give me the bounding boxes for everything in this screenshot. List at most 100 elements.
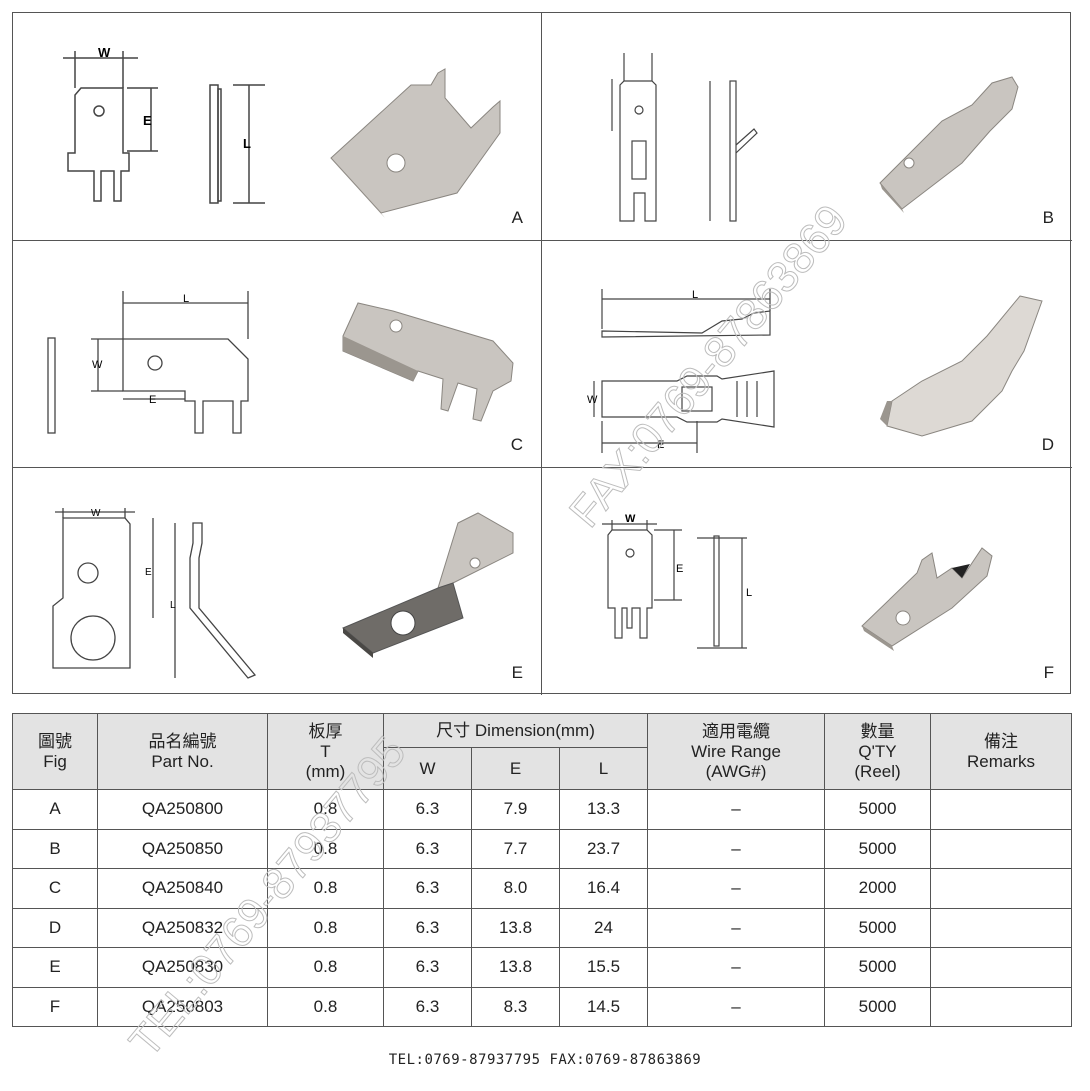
header-wire-unit: (AWG#) (705, 761, 767, 781)
header-thickness-zh: 板厚 (308, 721, 343, 741)
header-part-zh: 品名編號 (148, 731, 217, 751)
cell-qty: 5000 (824, 947, 932, 988)
cell-qty: 5000 (824, 907, 932, 948)
cell-wire: – (647, 789, 826, 830)
cell-part: QA250840 (97, 868, 268, 909)
cell-t: 0.8 (267, 907, 384, 948)
terminal-photo-d (880, 295, 1043, 437)
figure-label-d: D (1041, 435, 1054, 454)
cell-qty: 5000 (824, 828, 932, 869)
cell-wire: – (647, 907, 826, 948)
header-thickness-t: T (320, 741, 331, 761)
cell-qty: 5000 (824, 986, 932, 1027)
cell-l: 23.7 (558, 828, 649, 869)
header-wire-zh: 適用電纜 (702, 721, 771, 741)
cell-t: 0.8 (267, 789, 384, 830)
figure-label-f: F (1043, 663, 1054, 682)
header-remarks: 備注 Remarks (930, 713, 1073, 790)
dim-label-l: L (746, 587, 752, 599)
dim-label-e: E (676, 563, 683, 575)
cell-l: 16.4 (558, 868, 649, 909)
cell-fig: C (12, 868, 98, 909)
terminal-drawing-a: W E L (63, 45, 501, 218)
terminal-photo-e (342, 512, 514, 658)
terminal-drawing-b (611, 53, 1019, 222)
cell-wire: – (647, 986, 826, 1027)
cell-fig: F (12, 986, 98, 1027)
header-l: L (558, 747, 649, 790)
cell-wire: – (647, 828, 826, 869)
figure-label-a: A (511, 208, 523, 227)
figure-cell-c: L W E C (13, 241, 542, 468)
terminal-drawing-e: W E L (52, 508, 514, 679)
cell-w: 6.3 (383, 828, 472, 869)
figure-label-e: E (511, 663, 523, 682)
dim-label-e: E (149, 394, 156, 406)
cell-part: QA250832 (97, 907, 268, 948)
cell-wire: – (647, 868, 826, 909)
dim-label-w: W (91, 508, 101, 519)
header-thickness: 板厚 T (mm) (267, 713, 384, 790)
dim-label-e: E (143, 113, 152, 128)
cell-e: 13.8 (471, 907, 560, 948)
terminal-drawing-d: L W E (587, 289, 1043, 453)
cell-qty: 5000 (824, 789, 932, 830)
cell-e: 13.8 (471, 947, 560, 988)
dim-label-w: W (98, 45, 111, 60)
terminal-photo-c (342, 302, 514, 422)
cell-wire: – (647, 947, 826, 988)
figure-cell-e: W E L E (13, 468, 542, 695)
cell-e: 8.3 (471, 986, 560, 1027)
header-thickness-unit: (mm) (305, 761, 346, 781)
header-fig: 圖號 Fig (12, 713, 98, 790)
dim-label-w: W (625, 513, 636, 525)
cell-w: 6.3 (383, 907, 472, 948)
cell-part: QA250800 (97, 789, 268, 830)
cell-l: 14.5 (558, 986, 649, 1027)
cell-part: QA250830 (97, 947, 268, 988)
cell-remarks (930, 789, 1073, 830)
cell-l: 24 (558, 907, 649, 948)
header-qty-unit: (Reel) (854, 761, 901, 781)
header-e: E (471, 747, 560, 790)
cell-remarks (930, 868, 1073, 909)
cell-t: 0.8 (267, 986, 384, 1027)
cell-qty: 2000 (824, 868, 932, 909)
cell-remarks (930, 947, 1073, 988)
figure-cell-a: W E L A (13, 13, 542, 241)
dim-label-l: L (692, 289, 698, 301)
cell-fig: D (12, 907, 98, 948)
header-qty-en: Q'TY (858, 741, 897, 761)
cell-remarks (930, 907, 1073, 948)
figure-cell-d: L W E D (542, 241, 1072, 468)
dim-label-l: L (243, 136, 251, 151)
cell-w: 6.3 (383, 947, 472, 988)
header-dimension: 尺寸 Dimension(mm) (382, 713, 649, 748)
cell-part: QA250850 (97, 828, 268, 869)
header-remarks-en: Remarks (967, 751, 1036, 771)
cell-fig: E (12, 947, 98, 988)
terminal-drawing-c: L W E (47, 291, 514, 434)
cell-w: 6.3 (383, 986, 472, 1027)
cell-w: 6.3 (383, 868, 472, 909)
terminal-photo-a (330, 68, 501, 218)
figure-grid: W E L A (12, 12, 1072, 695)
header-fig-en: Fig (43, 751, 67, 771)
terminal-photo-f (861, 547, 993, 651)
cell-remarks (930, 986, 1073, 1027)
figure-label-c: C (510, 435, 523, 454)
header-part-en: Part No. (151, 751, 214, 771)
terminal-drawing-f: W E L (602, 513, 993, 651)
header-fig-zh: 圖號 (38, 731, 72, 751)
header-qty-zh: 數量 (860, 721, 895, 741)
header-part: 品名編號 Part No. (97, 713, 268, 790)
terminal-photo-b (879, 76, 1019, 213)
header-wire-en: Wire Range (691, 741, 781, 761)
dim-label-e: E (145, 567, 152, 578)
